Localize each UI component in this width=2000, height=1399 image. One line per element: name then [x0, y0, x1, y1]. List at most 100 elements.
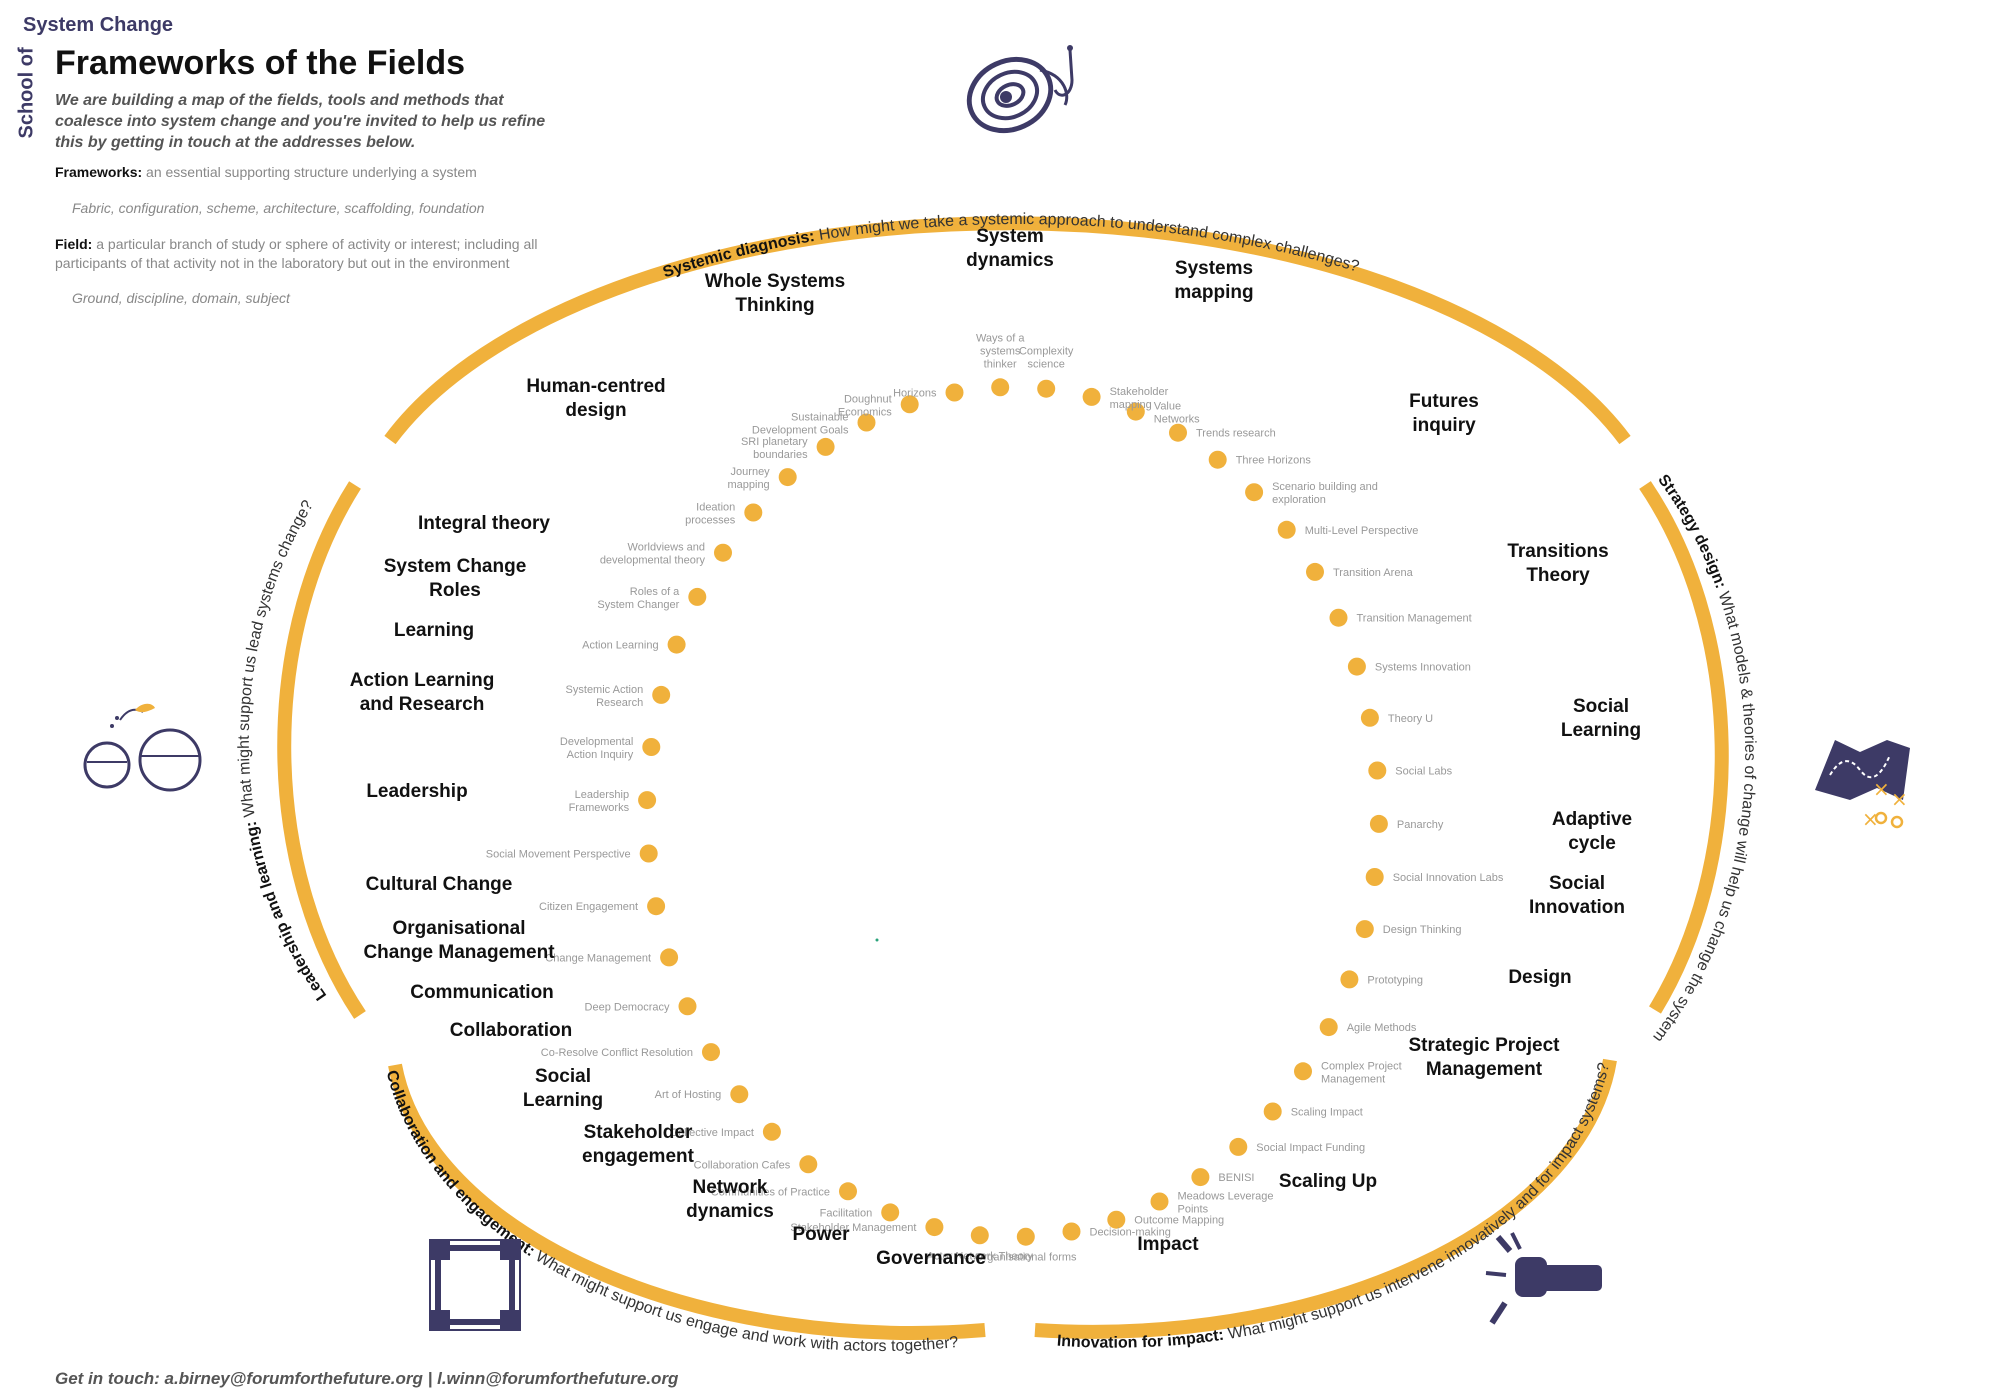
tool-dot [1277, 520, 1296, 539]
tool-label: Theory U [1388, 713, 1433, 725]
field-label-line: Social [1573, 696, 1629, 717]
tool-label-line: Systems Innovation [1375, 662, 1471, 674]
tool-dot [639, 844, 658, 863]
tool-label: Outcome Mapping [1134, 1215, 1224, 1227]
tool-label: BENISI [1218, 1172, 1254, 1184]
tool-label-line: Collective Impact [670, 1127, 754, 1139]
tool-label-line: Horizons [893, 388, 937, 400]
field-label-line: Network [693, 1177, 768, 1198]
tool-dot [1229, 1137, 1248, 1156]
tool-dot [660, 948, 679, 967]
tool-label: Art of Hosting [655, 1089, 722, 1101]
tool-label-line: Value [1154, 401, 1181, 413]
field-text: a particular branch of study or sphere o… [55, 236, 538, 271]
tool-label-line: Scenario building and [1272, 481, 1378, 493]
field-label-line: Communication [410, 982, 554, 1003]
framework-term: Frameworks: [55, 164, 143, 180]
field-label-line: design [565, 400, 626, 421]
tool-label-line: Ideation [696, 502, 735, 514]
tool-dot [1037, 379, 1056, 398]
tool-label-line: exploration [1272, 494, 1326, 506]
tool-label-line: Communities of Practice [711, 1186, 830, 1198]
tool-dot [1016, 1227, 1035, 1246]
field-label: Collaboration [450, 1020, 572, 1041]
arc-leadership [277, 481, 366, 1019]
tool-dot [714, 543, 732, 562]
tool-label: Agile Methods [1347, 1022, 1417, 1034]
tool-label-line: mapping [1110, 399, 1152, 411]
field-label-line: Impact [1137, 1234, 1199, 1255]
tool-label-line: Points [1178, 1204, 1209, 1216]
page-title: Frameworks of the Fields [55, 44, 465, 82]
field-label-line: Action Learning [350, 670, 495, 691]
tool-label: Deep Democracy [585, 1001, 670, 1013]
arc-label-text: What might support us intervene innovati… [1227, 1061, 1613, 1343]
tool-label-line: Stakeholder [1110, 386, 1169, 398]
tool-label-line: Actor Network Theory [927, 1250, 1034, 1262]
field-label: Governance [876, 1248, 986, 1269]
field-label: Communication [410, 982, 554, 1003]
tool-dot [1355, 920, 1374, 939]
tool-label-line: systems [980, 345, 1021, 357]
tool-label: Change Management [545, 952, 651, 964]
tool-label: Social Movement Perspective [486, 849, 631, 861]
arc-label-text: What might support us lead systems chang… [236, 497, 317, 818]
tool-dot [970, 1226, 989, 1245]
tool-dot [1263, 1102, 1282, 1121]
tool-label-line: Social Impact Funding [1256, 1142, 1365, 1154]
field-label-line: Integral theory [418, 513, 550, 534]
field-label-line: Theory [1526, 565, 1590, 586]
tool-dot [1329, 608, 1348, 627]
tool-dot [1347, 657, 1366, 676]
tool-label-line: Developmental [560, 736, 633, 748]
tool-label: Design Thinking [1383, 924, 1462, 936]
tool-dot [642, 738, 661, 756]
tool-label: Action Learning [582, 640, 658, 652]
tool-dot [816, 437, 835, 456]
field-label: Scaling Up [1279, 1171, 1377, 1192]
field-label-line: Futures [1409, 391, 1479, 412]
field-label-line: Learning [394, 620, 474, 641]
field-label-line: Roles [429, 580, 481, 601]
tool-label-line: Social Innovation Labs [1393, 872, 1504, 884]
tool-dot [688, 587, 707, 606]
tool-label-line: Frameworks [569, 802, 630, 814]
tool-dot [1082, 387, 1101, 406]
arc-collab [388, 1063, 986, 1340]
arc-impact [1034, 1058, 1617, 1339]
tool-label-line: Panarchy [1397, 819, 1444, 831]
tool-label-line: Roles of a [630, 586, 680, 598]
field-label-line: System Change [384, 556, 527, 577]
tool-label-line: processes [685, 515, 736, 527]
tool-label-line: Complex Project [1321, 1060, 1402, 1072]
tool-label-line: Worldviews and [628, 542, 705, 554]
outer-arcs [277, 216, 1729, 1340]
tool-dot [857, 413, 876, 432]
tool-label: Transition Arena [1333, 567, 1414, 579]
tool-dot [991, 378, 1010, 397]
tool-label-line: Collaboration Cafes [694, 1159, 791, 1171]
field-label-line: Whole Systems [705, 271, 845, 292]
tool-label-line: Management [1321, 1073, 1385, 1085]
field-label-line: Adaptive [1552, 809, 1632, 830]
tool-label-line: Trends research [1196, 428, 1276, 440]
field-label-line: and Research [360, 694, 485, 715]
tool-label: Facilitation [820, 1207, 873, 1219]
tool-label: Horizons [893, 388, 937, 400]
tool-label-line: Systemic Action [566, 684, 644, 696]
arc-strategy [1639, 481, 1729, 1014]
field-label-line: Human-centred [526, 376, 665, 397]
tool-label-line: Decision-making [1090, 1227, 1171, 1239]
tool-dot [1126, 402, 1145, 421]
tool-dot [1294, 1062, 1312, 1081]
